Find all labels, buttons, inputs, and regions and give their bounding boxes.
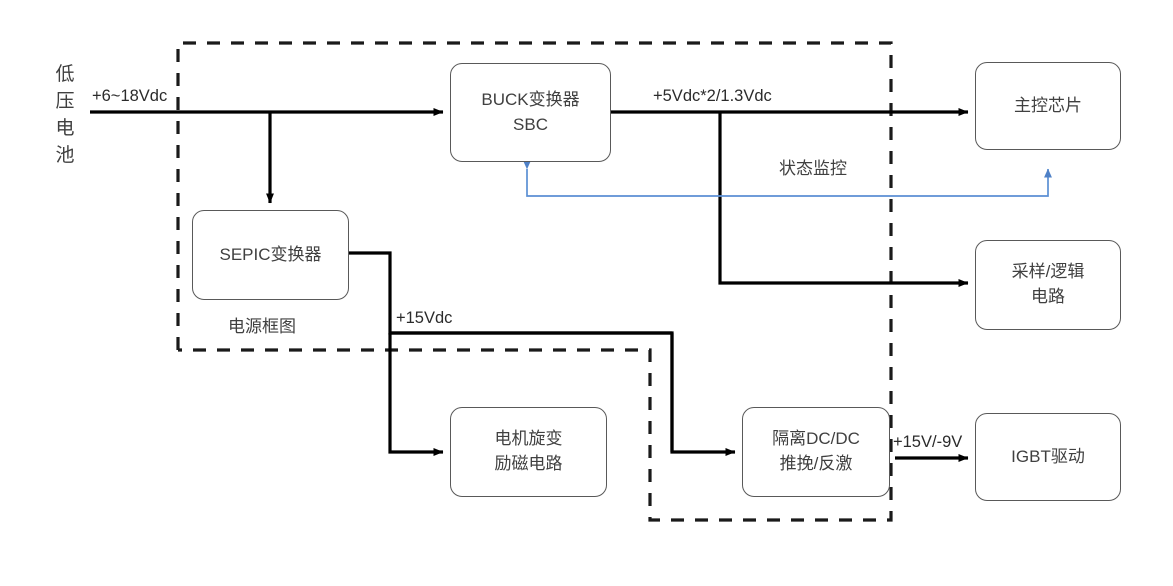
source-label-char-3: 电	[55, 117, 75, 139]
label-sepic-output-voltage: +15Vdc	[396, 309, 453, 327]
wire-15vdc-to-resolver	[388, 333, 444, 456]
node-sampling-logic-circuit-line-2: 电路	[1031, 287, 1065, 306]
node-sampling-logic-circuit-line-1: 采样/逻辑	[1011, 262, 1085, 282]
node-buck-converter[interactable]: BUCK变换器 SBC	[450, 63, 611, 162]
wire-status-monitor	[523, 160, 1052, 197]
label-status-monitor: 状态监控	[779, 159, 847, 178]
group-label-power-supply-diagram: 电源框图	[228, 317, 296, 336]
node-isolated-dcdc[interactable]: 隔离DC/DC 推挽/反激	[742, 407, 890, 497]
source-label-char-2: 压	[55, 90, 75, 112]
node-igbt-driver[interactable]: IGBT驱动	[975, 413, 1121, 501]
wire-buck-to-sampling	[718, 113, 969, 287]
source-label-low-voltage-battery: 低 压 电 池	[48, 62, 82, 170]
node-isolated-dcdc-line-1: 隔离DC/DC	[772, 429, 860, 449]
label-buck-output-voltage: +5Vdc*2/1.3Vdc	[653, 87, 772, 105]
node-isolated-dcdc-line-2: 推挽/反激	[779, 454, 853, 473]
wire-15vdc-to-isolated-dcdc	[670, 333, 736, 456]
node-sampling-logic-circuit[interactable]: 采样/逻辑 电路	[975, 240, 1121, 330]
node-motor-resolver-line-1: 电机旋变	[494, 429, 563, 449]
node-motor-resolver-excitation-circuit[interactable]: 电机旋变 励磁电路	[450, 407, 607, 497]
source-label-char-1: 低	[55, 64, 75, 85]
node-sepic-converter[interactable]: SEPIC变换器	[192, 210, 349, 300]
node-main-control-chip-line-1: 主控芯片	[1014, 95, 1082, 115]
label-input-voltage: +6~18Vdc	[92, 87, 168, 105]
source-label-char-4: 池	[55, 144, 75, 166]
node-sepic-converter-line-1: SEPIC变换器	[219, 244, 322, 264]
node-main-control-chip[interactable]: 主控芯片	[975, 62, 1121, 150]
node-motor-resolver-line-2: 励磁电路	[494, 454, 563, 473]
node-igbt-driver-line-1: IGBT驱动	[1011, 446, 1085, 466]
label-isolated-output-voltage: +15V/-9V	[893, 433, 963, 451]
node-buck-converter-line-1: BUCK变换器	[481, 89, 580, 109]
power-supply-boundary	[176, 41, 893, 522]
node-buck-converter-line-2: SBC	[513, 114, 548, 134]
